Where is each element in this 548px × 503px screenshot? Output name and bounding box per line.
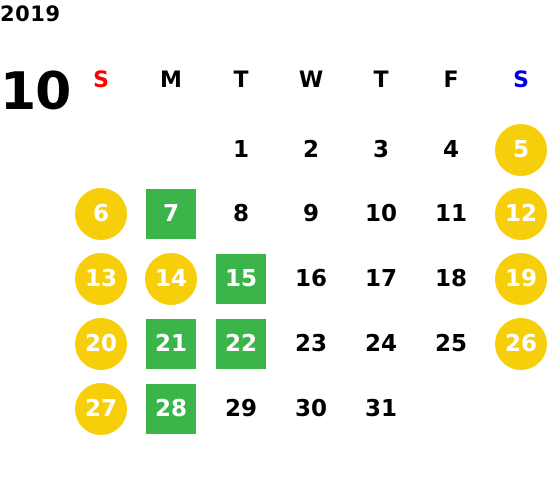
calendar-day[interactable]: 29: [224, 396, 257, 422]
weekday-header: W: [298, 68, 324, 93]
calendar-day[interactable]: 16: [294, 266, 327, 292]
weekday-header: T: [233, 68, 249, 93]
calendar-day[interactable]: 21: [146, 319, 196, 369]
calendar-day[interactable]: 25: [434, 331, 467, 357]
calendar-day[interactable]: 10: [364, 201, 397, 227]
calendar-day[interactable]: 28: [146, 384, 196, 434]
calendar-day[interactable]: 17: [364, 266, 397, 292]
weekday-header: S: [513, 68, 529, 93]
calendar-day[interactable]: 27: [75, 383, 127, 435]
calendar-day[interactable]: 13: [75, 253, 127, 305]
calendar-day[interactable]: 20: [75, 318, 127, 370]
calendar-day[interactable]: 3: [372, 137, 389, 163]
year-label: 2019: [0, 2, 61, 26]
calendar-day[interactable]: 22: [216, 319, 266, 369]
calendar-day[interactable]: 2: [302, 137, 319, 163]
calendar-day[interactable]: 11: [434, 201, 467, 227]
calendar-day[interactable]: 8: [232, 201, 249, 227]
calendar-day[interactable]: 4: [442, 137, 459, 163]
calendar-day[interactable]: 6: [75, 188, 127, 240]
calendar-day[interactable]: 12: [495, 188, 547, 240]
month-number: 10: [0, 62, 71, 122]
calendar-day[interactable]: 23: [294, 331, 327, 357]
weekday-header: S: [93, 68, 109, 93]
calendar-day[interactable]: 31: [364, 396, 397, 422]
calendar-day[interactable]: 19: [495, 253, 547, 305]
calendar-day[interactable]: 1: [232, 137, 249, 163]
weekday-header: F: [443, 68, 459, 93]
calendar-day[interactable]: 30: [294, 396, 327, 422]
weekday-header: T: [373, 68, 389, 93]
calendar-day[interactable]: 15: [216, 254, 266, 304]
calendar-day[interactable]: 5: [495, 124, 547, 176]
calendar-day[interactable]: 18: [434, 266, 467, 292]
calendar-day[interactable]: 9: [302, 201, 319, 227]
weekday-header: M: [160, 68, 182, 93]
calendar-day[interactable]: 24: [364, 331, 397, 357]
calendar-day[interactable]: 26: [495, 318, 547, 370]
calendar-day[interactable]: 14: [145, 253, 197, 305]
calendar-day[interactable]: 7: [146, 189, 196, 239]
